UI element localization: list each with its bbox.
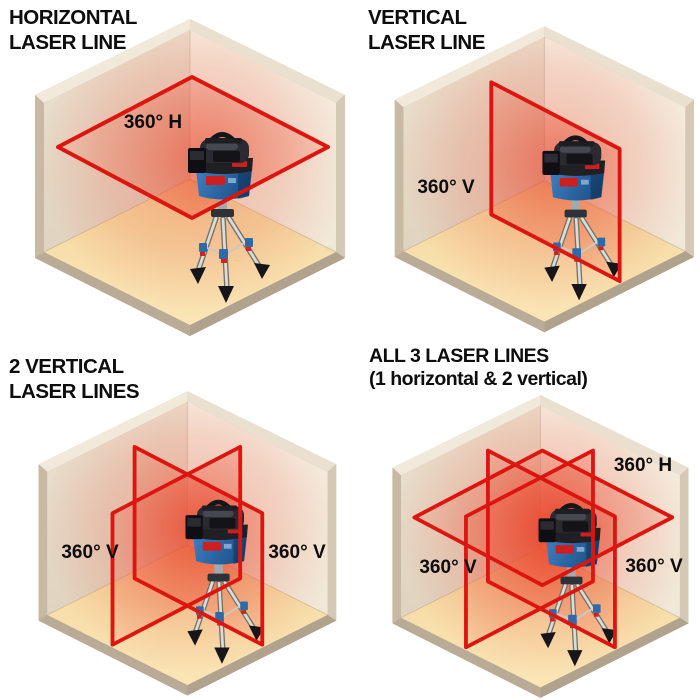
title-line: (1 horizontal & 2 vertical) [369,367,588,390]
panel-illustration-all-three [391,394,689,699]
panel-title-two-vertical: 2 VERTICAL LASER LINES [9,354,140,404]
angle-label-360v-left: 360° V [419,557,477,578]
title-line: VERTICAL [368,6,467,29]
title-line: LASER LINE [368,31,485,54]
title-line: ALL 3 LASER LINES [369,345,549,367]
angle-label-360v-right: 360° V [625,556,683,577]
panel-title-horizontal: HORIZONTAL LASER LINE [9,5,137,55]
title-line: HORIZONTAL [9,6,137,29]
title-line: 2 VERTICAL [9,355,124,378]
panel-title-vertical: VERTICAL LASER LINE [368,5,485,55]
angle-label-360h: 360° H [123,112,183,133]
title-line: LASER LINE [9,31,126,54]
angle-label-360v: 360° V [417,177,475,198]
panel-title-all-three: ALL 3 LASER LINES (1 horizontal & 2 vert… [369,345,588,390]
title-line: LASER LINES [9,380,140,403]
angle-label-360v-left: 360° V [61,542,119,563]
panel-illustration-horizontal [34,18,346,337]
angle-label-360h: 360° H [613,455,673,476]
angle-label-360v-right: 360° V [268,542,326,563]
